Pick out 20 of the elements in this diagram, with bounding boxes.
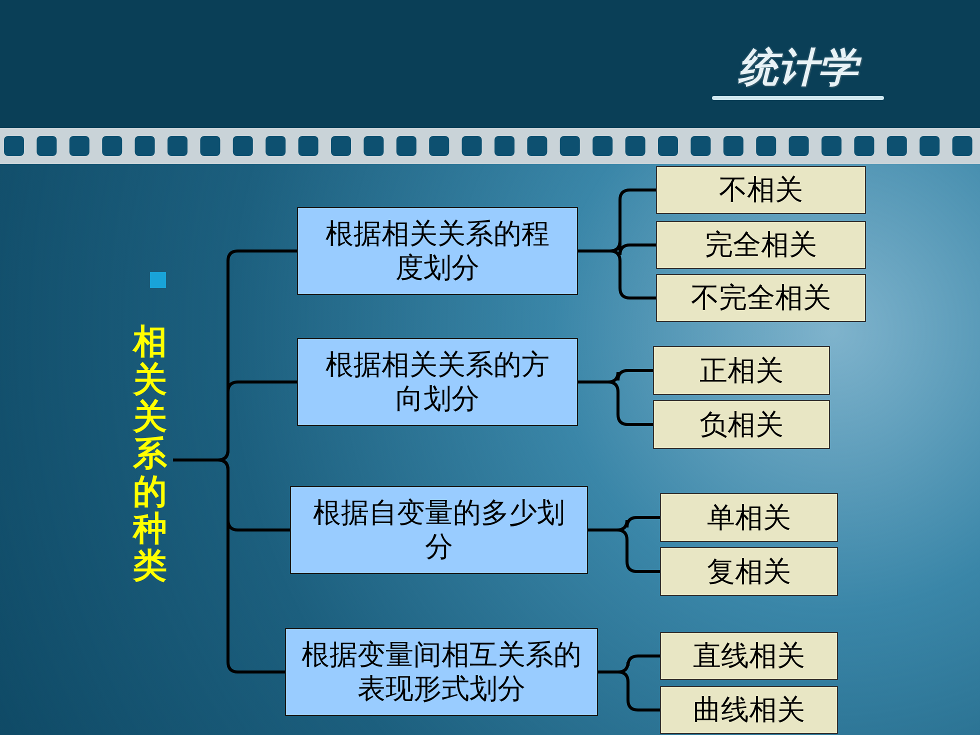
- slide-title: 统计学: [712, 40, 884, 95]
- type-box: 负相关: [653, 400, 830, 449]
- category-box: 根据变量间相互关系的表现形式划分: [285, 628, 598, 716]
- category-box: 根据自变量的多少划分: [290, 486, 588, 574]
- type-box: 正相关: [653, 346, 830, 395]
- type-box: 单相关: [660, 493, 838, 542]
- type-box: 完全相关: [656, 221, 866, 269]
- brace-connector: [598, 670, 660, 712]
- type-box: 曲线相关: [660, 686, 838, 734]
- brace-connector: [578, 380, 653, 426]
- category-box: 根据相关关系的程度划分: [297, 207, 578, 295]
- brace-connector: [588, 528, 660, 573]
- type-box: 不完全相关: [656, 274, 866, 322]
- type-box: 直线相关: [660, 632, 838, 680]
- type-box: 不相关: [656, 166, 866, 214]
- brace-connector: [173, 458, 285, 674]
- category-box: 根据相关关系的方向划分: [297, 338, 578, 426]
- type-box: 复相关: [660, 547, 838, 596]
- vertical-heading: 相关关系的种类: [133, 305, 167, 605]
- brace-connector: [578, 250, 656, 300]
